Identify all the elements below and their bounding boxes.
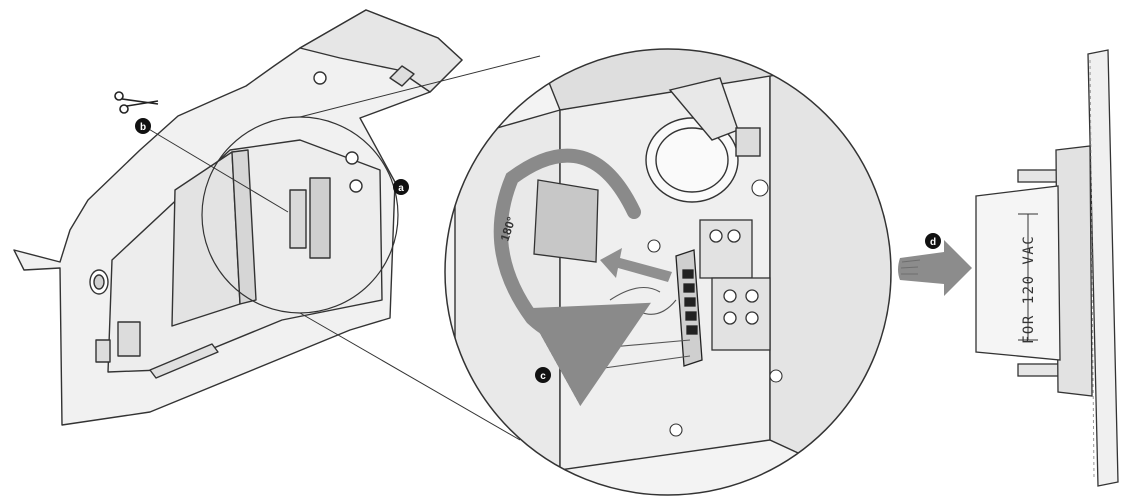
direction-arrow-icon [898,240,972,296]
callout-d: d [925,233,941,249]
plug-connector [675,249,703,367]
callout-c-label: c [540,371,546,382]
rotate-arrow-icon [493,148,651,407]
insert-arrow-icon [600,248,672,282]
transformer [975,49,1119,487]
callout-d-label: d [930,237,936,248]
callout-b-label: b [140,122,146,133]
callout-c: c [535,367,551,383]
scissors-icon [114,91,159,114]
callout-a-label: a [398,183,404,194]
control-panel-enclosure [13,9,463,426]
transformer-label: FOR 120 VAC [1021,235,1037,344]
magnified-view-border [444,48,892,496]
card-module [533,179,599,263]
callout-b: b [135,118,289,213]
callout-a: a [393,179,409,195]
zoom-leader-lines [299,55,541,441]
